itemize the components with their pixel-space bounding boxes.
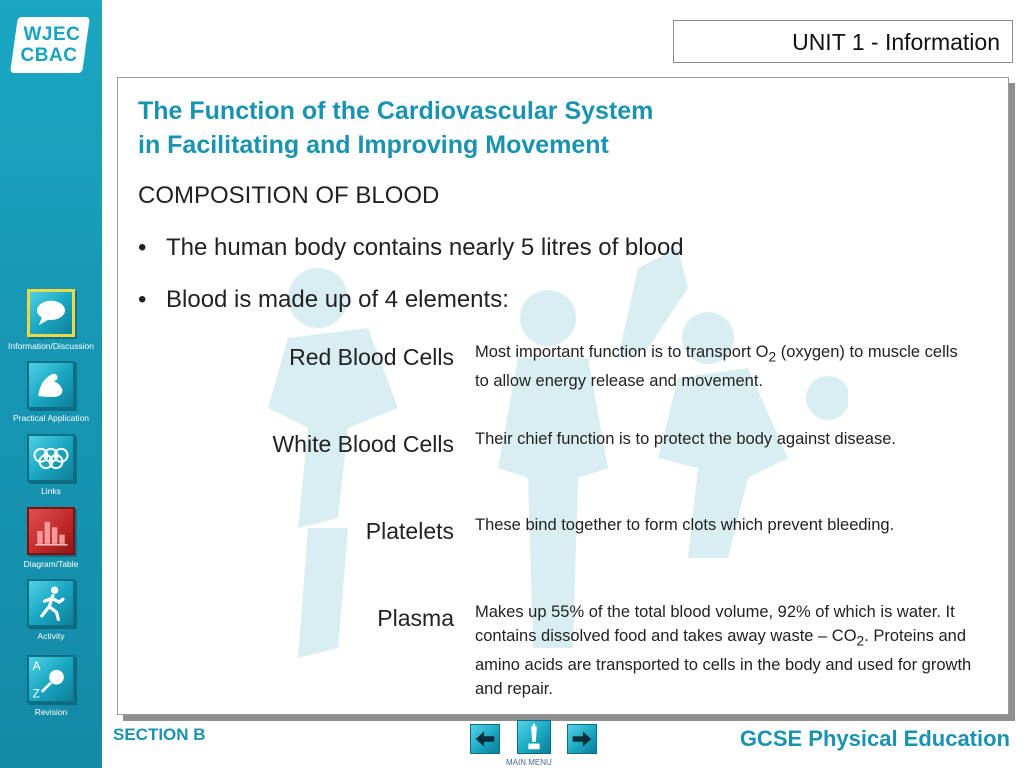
element-term-platelets: Platelets <box>365 518 454 544</box>
bullet-symbol: • <box>138 286 147 313</box>
sidebar-item-information-discussion[interactable]: Information/Discussion <box>0 289 102 351</box>
torch-icon <box>528 722 540 750</box>
section-subheading: COMPOSITION OF BLOOD <box>138 182 440 209</box>
sidebar-item-label: Diagram/Table <box>23 559 79 569</box>
element-term-white-blood-cells: White Blood Cells <box>272 431 454 457</box>
arrow-right-icon <box>572 731 592 747</box>
speech-bubble-icon[interactable] <box>27 289 75 337</box>
next-button[interactable] <box>567 724 597 754</box>
arrow-left-icon <box>475 731 495 747</box>
page-title: The Function of the Cardiovascular Syste… <box>138 94 898 162</box>
sidebar-item-label: Activity <box>37 631 65 641</box>
wjec-cbac-logo: WJEC CBAC <box>10 17 90 73</box>
bullet-symbol: • <box>138 234 147 261</box>
sidebar-item-label: Information/Discussion <box>8 341 94 351</box>
bullet-item: • Blood is made up of 4 elements: <box>138 286 509 314</box>
page-title-line-2: in Facilitating and Improving Movement <box>138 131 609 159</box>
bullet-text: The human body contains nearly 5 litres … <box>166 234 684 261</box>
sidebar-item-practical-application[interactable]: Practical Application <box>0 361 102 423</box>
sidebar: WJEC CBAC Information/Discussion Practic… <box>0 0 102 768</box>
content-panel: The Function of the Cardiovascular Syste… <box>117 77 1009 715</box>
sidebar-item-links[interactable]: Links <box>0 434 102 496</box>
olympic-rings-icon[interactable] <box>27 434 75 482</box>
element-term-plasma: Plasma <box>377 605 454 631</box>
sidebar-item-label: Practical Application <box>12 413 90 423</box>
flexed-arm-icon[interactable] <box>27 361 75 409</box>
element-term-red-blood-cells: Red Blood Cells <box>289 344 454 370</box>
main-menu-button[interactable] <box>517 720 551 754</box>
bullet-text: Blood is made up of 4 elements: <box>166 286 509 313</box>
sidebar-item-label: Revision <box>34 707 68 717</box>
sidebar-item-activity[interactable]: Activity <box>0 579 102 641</box>
sidebar-item-diagram-table[interactable]: Diagram/Table <box>0 507 102 569</box>
element-desc-plasma: Makes up 55% of the total blood volume, … <box>475 603 972 699</box>
logo-line-2: CBAC <box>20 45 77 66</box>
page-title-line-1: The Function of the Cardiovascular Syste… <box>138 97 654 125</box>
bullet-item: • The human body contains nearly 5 litres… <box>138 234 684 262</box>
letter-a: A <box>33 659 41 673</box>
previous-button[interactable] <box>470 724 500 754</box>
bar-chart-icon[interactable] <box>27 507 75 555</box>
section-label: SECTION B <box>113 725 206 744</box>
element-desc-red-blood-cells: Most important function is to transport … <box>475 343 958 391</box>
letter-z: Z <box>33 686 40 700</box>
athletes-watermark-icon <box>268 248 848 658</box>
sidebar-item-label: Links <box>41 486 61 496</box>
course-title: GCSE Physical Education <box>739 726 1010 751</box>
running-person-icon[interactable] <box>27 579 75 627</box>
element-desc-platelets: These bind together to form clots which … <box>475 516 895 534</box>
main-menu-label: MAIN MENU <box>506 758 552 767</box>
element-desc-white-blood-cells: Their chief function is to protect the b… <box>475 430 896 448</box>
unit-title: UNIT 1 - Information <box>673 20 1013 63</box>
logo-line-1: WJEC <box>23 24 80 45</box>
